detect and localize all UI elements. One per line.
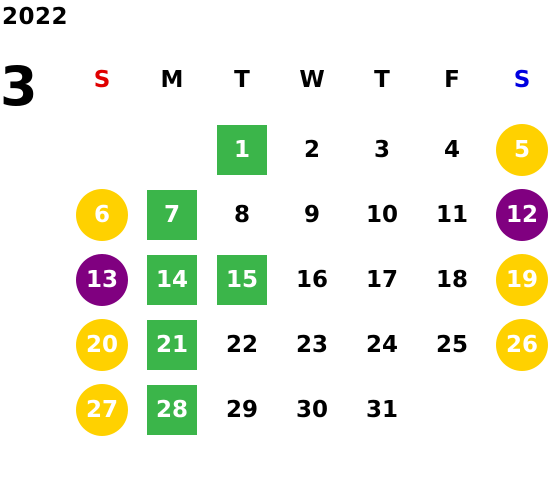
- day-cell-20[interactable]: 20: [74, 319, 130, 371]
- day-number: 12: [505, 201, 538, 228]
- day-cell-4[interactable]: 4: [424, 125, 480, 175]
- day-cell-23[interactable]: 23: [284, 320, 340, 370]
- day-number: 14: [155, 266, 188, 293]
- day-number: 29: [225, 396, 258, 423]
- yellow-highlight-marker: [76, 319, 128, 371]
- day-cell-2[interactable]: 2: [284, 125, 340, 175]
- day-number: 9: [303, 201, 320, 228]
- day-number: 26: [505, 331, 538, 358]
- day-cell-29[interactable]: 29: [214, 385, 270, 435]
- weekday-wed: W: [299, 67, 325, 93]
- day-number: 6: [93, 201, 110, 228]
- day-number: 27: [85, 396, 118, 423]
- yellow-highlight-marker: [76, 384, 128, 436]
- month-number: 3: [0, 55, 38, 118]
- weekday-fri: F: [444, 67, 460, 93]
- weekday-thu: T: [374, 67, 390, 93]
- weekday-mon: M: [160, 67, 184, 93]
- day-number: 10: [365, 201, 398, 228]
- day-cell-8[interactable]: 8: [214, 190, 270, 240]
- day-cell-21[interactable]: 21: [144, 320, 200, 370]
- day-number: 16: [295, 266, 328, 293]
- yellow-highlight-marker: [496, 124, 548, 176]
- weekday-sat: S: [513, 67, 531, 93]
- day-number: 19: [505, 266, 538, 293]
- day-number: 20: [85, 331, 118, 358]
- day-number: 11: [435, 201, 468, 228]
- green-highlight-marker: [217, 255, 267, 305]
- day-cell-26[interactable]: 26: [494, 319, 548, 371]
- day-cell-12[interactable]: 12: [494, 189, 548, 241]
- yellow-highlight-marker: [496, 254, 548, 306]
- day-cell-3[interactable]: 3: [354, 125, 410, 175]
- day-number: 28: [155, 396, 188, 423]
- weekday-tue: T: [234, 67, 250, 93]
- purple-highlight-marker: [76, 254, 128, 306]
- green-highlight-marker: [147, 320, 197, 370]
- day-number: 15: [225, 266, 258, 293]
- day-cell-17[interactable]: 17: [354, 255, 410, 305]
- day-number: 5: [513, 136, 530, 163]
- weekday-sun: S: [93, 67, 111, 93]
- day-number: 18: [435, 266, 468, 293]
- day-number: 4: [443, 136, 460, 163]
- day-cell-22[interactable]: 22: [214, 320, 270, 370]
- yellow-highlight-marker: [496, 319, 548, 371]
- day-cell-5[interactable]: 5: [494, 124, 548, 176]
- day-number: 2: [303, 136, 320, 163]
- day-number: 22: [225, 331, 258, 358]
- green-highlight-marker: [147, 190, 197, 240]
- day-number: 21: [155, 331, 188, 358]
- day-number: 23: [295, 331, 328, 358]
- day-cell-14[interactable]: 14: [144, 255, 200, 305]
- day-number: 13: [85, 266, 118, 293]
- day-number: 8: [233, 201, 250, 228]
- day-number: 7: [163, 201, 180, 228]
- day-cell-6[interactable]: 6: [74, 189, 130, 241]
- day-cell-11[interactable]: 11: [424, 190, 480, 240]
- day-cell-27[interactable]: 27: [74, 384, 130, 436]
- green-highlight-marker: [147, 385, 197, 435]
- day-cell-13[interactable]: 13: [74, 254, 130, 306]
- day-cell-19[interactable]: 19: [494, 254, 548, 306]
- yellow-highlight-marker: [76, 189, 128, 241]
- day-number: 3: [373, 136, 390, 163]
- day-number: 25: [435, 331, 468, 358]
- day-cell-10[interactable]: 10: [354, 190, 410, 240]
- day-number: 24: [365, 331, 398, 358]
- purple-highlight-marker: [496, 189, 548, 241]
- green-highlight-marker: [217, 125, 267, 175]
- day-cell-15[interactable]: 15: [214, 255, 270, 305]
- day-cell-28[interactable]: 28: [144, 385, 200, 435]
- day-cell-7[interactable]: 7: [144, 190, 200, 240]
- day-cell-16[interactable]: 16: [284, 255, 340, 305]
- day-number: 31: [365, 396, 398, 423]
- day-number: 30: [295, 396, 328, 423]
- day-number: 17: [365, 266, 398, 293]
- day-cell-9[interactable]: 9: [284, 190, 340, 240]
- day-cell-1[interactable]: 1: [214, 125, 270, 175]
- year-label: 2022: [2, 4, 69, 30]
- day-cell-24[interactable]: 24: [354, 320, 410, 370]
- day-number: 1: [233, 136, 250, 163]
- day-cell-25[interactable]: 25: [424, 320, 480, 370]
- day-cell-31[interactable]: 31: [354, 385, 410, 435]
- green-highlight-marker: [147, 255, 197, 305]
- day-cell-18[interactable]: 18: [424, 255, 480, 305]
- day-cell-30[interactable]: 30: [284, 385, 340, 435]
